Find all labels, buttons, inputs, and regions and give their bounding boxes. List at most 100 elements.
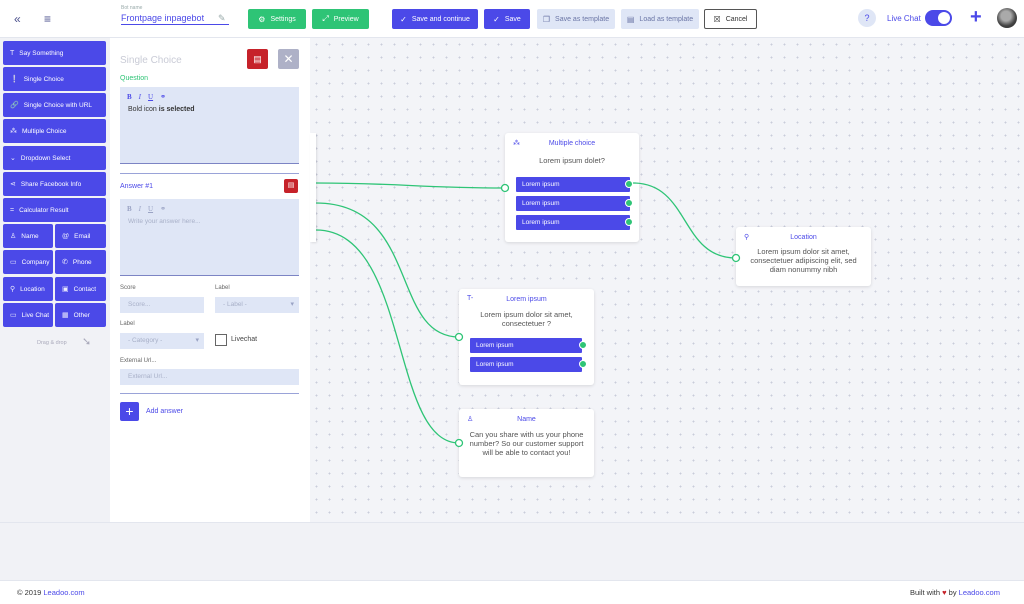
- text-icon: T: [10, 49, 15, 57]
- italic-icon[interactable]: I: [138, 205, 142, 213]
- avatar[interactable]: [997, 8, 1017, 28]
- label-label: Label: [215, 285, 230, 291]
- copy-icon: ❐: [542, 14, 551, 24]
- location-pin-icon: ⚲: [744, 234, 750, 241]
- external-url-input[interactable]: External Url...: [120, 369, 299, 385]
- node-name[interactable]: ♙ Name Can you share with us your phone …: [459, 409, 594, 477]
- tool-name[interactable]: ♙ Name: [3, 224, 53, 248]
- sliders-icon: ⚙: [258, 14, 266, 24]
- menu-icon[interactable]: ≡: [44, 12, 52, 26]
- add-answer-label[interactable]: Add answer: [146, 408, 183, 415]
- trash-icon: ▤: [253, 54, 262, 64]
- score-input[interactable]: Score...: [120, 297, 204, 313]
- bottom-strip: [0, 522, 1024, 580]
- folder-icon: ▤: [626, 14, 635, 24]
- node-text: Lorem ipsum dolor sit amet, consectetuer…: [480, 310, 573, 328]
- grid-dots-icon: ⁂: [10, 128, 17, 135]
- rte-toolbar: B I U ⚭: [127, 93, 166, 101]
- pencil-icon[interactable]: ✎: [218, 13, 226, 23]
- leadoo-link[interactable]: Leadoo.com: [958, 588, 1000, 597]
- flow-canvas[interactable]: [310, 38, 1024, 522]
- copyright: © 2019 Leadoo.com: [17, 588, 85, 597]
- load-as-template-button[interactable]: ▤ Load as template: [621, 9, 699, 29]
- livechat-checkbox-label: Livechat: [231, 336, 258, 343]
- tool-single-choice[interactable]: ❕ Single Choice: [3, 67, 106, 91]
- label-select[interactable]: - Label - ▾: [215, 297, 299, 313]
- footer: © 2019 Leadoo.com Built with ♥ by Leadoo…: [0, 580, 1024, 604]
- live-chat-toggle[interactable]: [925, 10, 952, 26]
- grid-dots-icon: ⁂: [513, 140, 520, 147]
- link-icon[interactable]: ⚭: [160, 205, 166, 213]
- answer-label: Answer #1: [120, 183, 154, 190]
- drag-drop-hint: Drag & drop: [37, 340, 67, 346]
- bot-name-label: Bot name: [121, 5, 143, 11]
- tool-other[interactable]: ▦ Other: [55, 303, 106, 327]
- editor-title: Single Choice: [120, 55, 182, 66]
- collapse-icon[interactable]: «: [14, 12, 21, 26]
- node-title: Location: [790, 234, 817, 241]
- livechat-checkbox[interactable]: [215, 334, 227, 346]
- node-location[interactable]: ⚲ Location Lorem ipsum dolor sit amet, c…: [736, 227, 871, 286]
- option-item[interactable]: Lorem ipsum: [470, 357, 582, 372]
- link-icon[interactable]: ⚭: [160, 93, 166, 101]
- heart-icon: ♥: [942, 588, 947, 597]
- tool-company[interactable]: ▭ Company: [3, 250, 53, 274]
- node-multiple-choice[interactable]: ⁂ Multiple choice Lorem ipsum dolet? Lor…: [505, 133, 639, 242]
- chevron-down-icon: ⌄: [10, 155, 16, 162]
- top-bar: « ≡ Bot name ✎ ⚙ Settings ⤢ Preview ✓ Sa…: [0, 0, 1024, 38]
- tool-share-facebook-info[interactable]: ⋖ Share Facebook Info: [3, 172, 106, 196]
- add-answer-button[interactable]: +: [120, 402, 139, 421]
- settings-button[interactable]: ⚙ Settings: [248, 9, 306, 29]
- delete-node-button[interactable]: ▤: [247, 49, 268, 69]
- tool-say-something[interactable]: T Say Something: [3, 41, 106, 65]
- category-select[interactable]: - Category - ▾: [120, 333, 204, 349]
- external-url-label: External Url...: [120, 358, 157, 364]
- question-text[interactable]: Bold icon is selected: [128, 106, 195, 113]
- option-item[interactable]: Lorem ipsum: [516, 196, 630, 211]
- node-say-something[interactable]: T- Lorem ipsum Lorem ipsum dolor sit ame…: [459, 289, 594, 385]
- save-as-template-button[interactable]: ❐ Save as template: [537, 9, 615, 29]
- tool-phone[interactable]: ✆ Phone: [55, 250, 106, 274]
- cancel-button[interactable]: ☒ Cancel: [704, 9, 757, 29]
- delete-answer-button[interactable]: ▤: [284, 179, 298, 193]
- divider: [120, 393, 299, 394]
- option-item[interactable]: Lorem ipsum: [470, 338, 582, 353]
- rte-toolbar: B I U ⚭: [127, 205, 166, 213]
- save-button[interactable]: ✓ Save: [484, 9, 530, 29]
- category-label: Label: [120, 321, 135, 327]
- help-button[interactable]: ?: [858, 9, 876, 27]
- tool-multiple-choice[interactable]: ⁂ Multiple Choice: [3, 119, 106, 143]
- question-editor[interactable]: B I U ⚭ Bold icon is selected: [120, 87, 299, 164]
- tool-email[interactable]: @ Email: [55, 224, 106, 248]
- add-icon[interactable]: +: [970, 6, 982, 28]
- preview-button[interactable]: ⤢ Preview: [312, 9, 369, 29]
- tool-contact[interactable]: ▣ Contact: [55, 277, 106, 301]
- contact-card-icon: ▣: [62, 286, 69, 293]
- check-icon: ✓: [400, 14, 407, 24]
- node-title: Multiple choice: [548, 140, 596, 147]
- building-icon: ▭: [10, 259, 17, 266]
- tool-calculator-result[interactable]: = Calculator Result: [3, 198, 106, 222]
- answer-editor[interactable]: B I U ⚭ Write your answer here...: [120, 199, 299, 276]
- bot-name-input[interactable]: [121, 11, 229, 25]
- underline-icon[interactable]: U: [148, 93, 154, 101]
- option-item[interactable]: Lorem ipsum: [516, 215, 630, 230]
- tool-single-choice-url[interactable]: 🔗 Single Choice with URL: [3, 93, 106, 117]
- close-editor-button[interactable]: ✕: [278, 49, 299, 69]
- divider: [120, 173, 299, 174]
- bold-icon[interactable]: B: [127, 93, 132, 101]
- equals-icon: =: [10, 206, 15, 214]
- person-icon: ♙: [10, 233, 17, 240]
- bold-icon[interactable]: B: [127, 205, 132, 213]
- tool-dropdown-select[interactable]: ⌄ Dropdown Select: [3, 146, 106, 170]
- italic-icon[interactable]: I: [138, 93, 142, 101]
- save-and-continue-button[interactable]: ✓ Save and continue: [392, 9, 478, 29]
- close-icon: ✕: [283, 52, 294, 66]
- curved-arrow-icon: ➘: [82, 336, 92, 348]
- tool-live-chat[interactable]: ▭ Live Chat: [3, 303, 53, 327]
- underline-icon[interactable]: U: [148, 205, 154, 213]
- tool-location[interactable]: ⚲ Location: [3, 277, 53, 301]
- score-label: Score: [120, 285, 136, 291]
- option-item[interactable]: Lorem ipsum: [516, 177, 630, 192]
- leadoo-link[interactable]: Leadoo.com: [43, 588, 85, 597]
